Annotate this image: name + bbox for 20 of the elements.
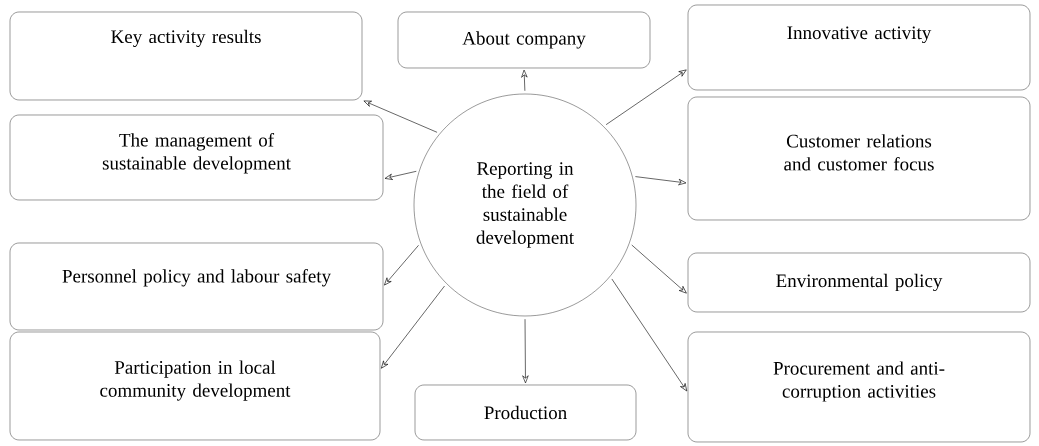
topic-box: Customer relations and customer focus [687,96,1031,221]
topic-box: Procurement and anti-corruption activities [687,331,1031,443]
arrow [631,244,687,294]
topic-box: The management of sustainable development [9,114,384,201]
arrow [384,245,419,286]
arrow [522,318,529,384]
arrow [521,69,528,92]
arrow [363,100,438,133]
arrow [381,285,445,369]
topic-box: Innovative activity [687,4,1031,91]
arrow [384,171,417,180]
arrow [611,278,688,392]
topic-box: Personnel policy and labour safety [9,242,384,331]
topic-box: Environmental policy [687,252,1031,313]
topic-box: Production [414,384,637,441]
topic-box: Participation in local community development [9,331,381,441]
topic-box: About company [397,11,651,69]
arrow [635,176,687,186]
topic-box: Key activity results [9,11,363,101]
arrow [605,69,687,125]
